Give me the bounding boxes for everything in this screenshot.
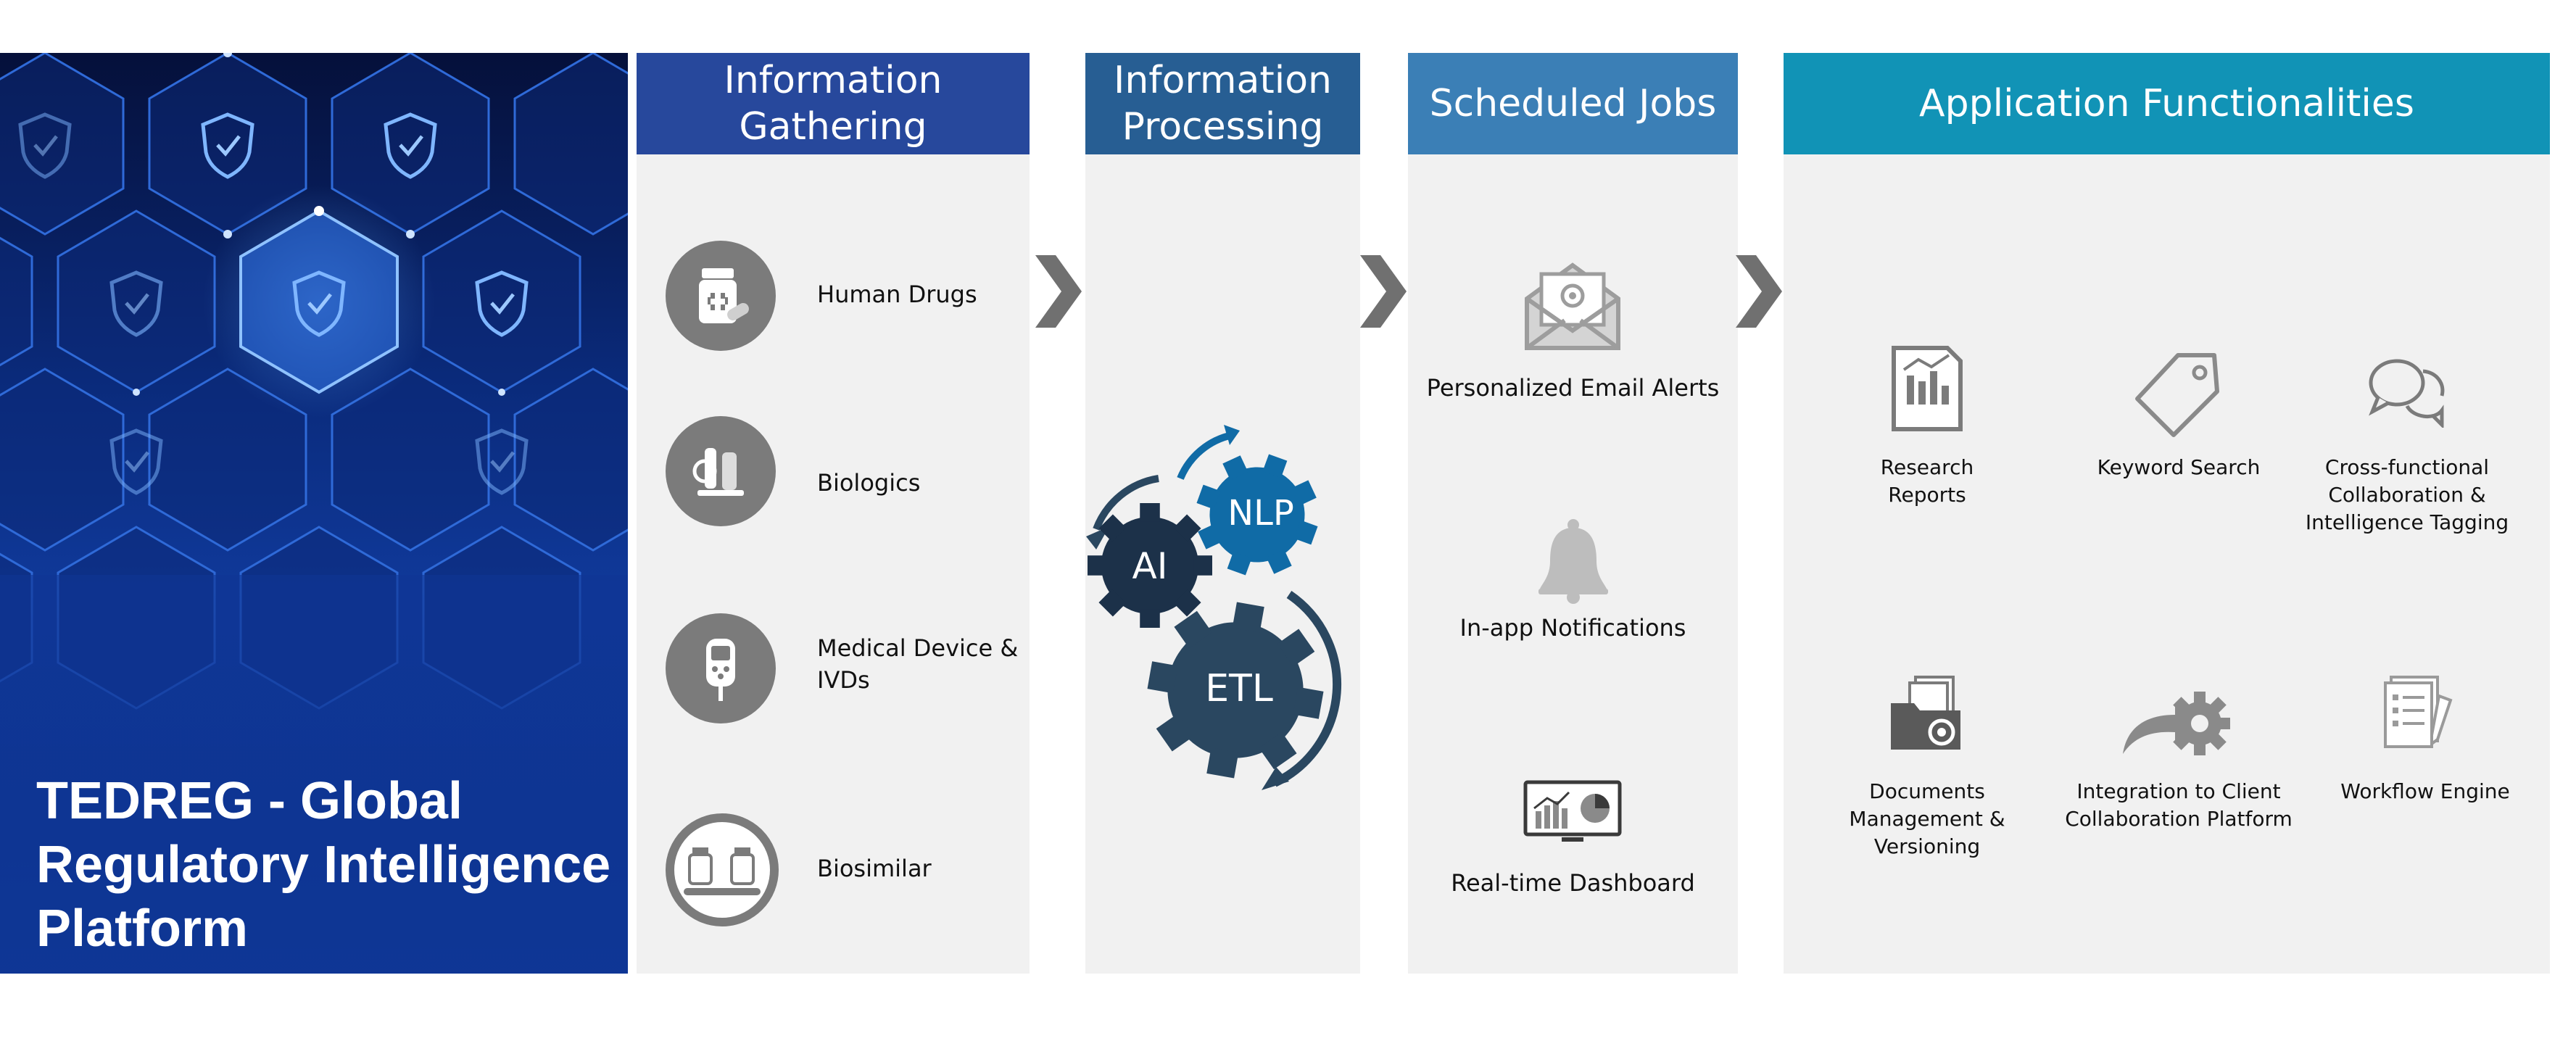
human-drugs-label: Human Drugs — [817, 281, 977, 308]
dashboard-label: Real-time Dashboard — [1451, 869, 1695, 897]
report-icon — [1892, 346, 1963, 431]
biosimilar-vials-icon — [666, 813, 779, 926]
folder-gear-icon — [1891, 676, 1960, 750]
nlp-gear-label: NLP — [1227, 493, 1294, 534]
tag-icon — [2135, 353, 2219, 437]
gathering-header: Information Gathering — [637, 53, 1030, 154]
biologics-label: Biologics — [817, 469, 921, 497]
biosimilar-label: Biosimilar — [817, 855, 932, 882]
bell-icon — [1538, 519, 1608, 604]
email-icon — [1525, 262, 1620, 350]
chevron-right-icon — [1736, 255, 1782, 328]
hero-banner: TEDREG - Global Regulatory Intelligence … — [0, 53, 628, 974]
checklist-icon — [2384, 676, 2453, 748]
keyword-search-label: Keyword Search — [2097, 455, 2261, 479]
chat-icon — [2369, 359, 2445, 428]
chevron-right-icon — [1035, 255, 1082, 328]
email-alerts-label: Personalized Email Alerts — [1426, 374, 1720, 402]
glucose-meter-icon — [666, 613, 776, 723]
processing-header: Information Processing — [1085, 53, 1360, 154]
medical-device-label: Medical Device & IVDs — [817, 634, 1019, 694]
dashboard-icon — [1523, 780, 1622, 842]
integration-platform-label: Integration to Client Collaboration Plat… — [2065, 779, 2293, 831]
chevron-right-icon — [1360, 255, 1407, 328]
lab-vials-icon — [666, 416, 776, 526]
workflow-engine-label: Workflow Engine — [2340, 779, 2510, 803]
pill-bottle-icon — [666, 241, 776, 351]
ai-gear-label: AI — [1132, 545, 1168, 587]
collaboration-tagging-label: Cross-functional Collaboration & Intelli… — [2305, 455, 2509, 534]
research-reports-label: Research Reports — [1880, 455, 1974, 507]
hexagon-shield-pattern — [0, 53, 628, 974]
processing-gears-diagram — [1086, 425, 1342, 792]
etl-gear-label: ETL — [1205, 667, 1273, 710]
functionalities-panel — [1784, 53, 2550, 974]
jobs-header: Scheduled Jobs — [1408, 53, 1738, 154]
in-app-notifications-label: In-app Notifications — [1459, 614, 1686, 642]
platform-title: TEDREG - Global Regulatory Intelligence … — [36, 772, 611, 958]
integration-gear-icon — [2123, 692, 2230, 755]
documents-management-label: Documents Management & Versioning — [1849, 779, 2005, 858]
functionalities-header: Application Functionalities — [1784, 53, 2550, 154]
